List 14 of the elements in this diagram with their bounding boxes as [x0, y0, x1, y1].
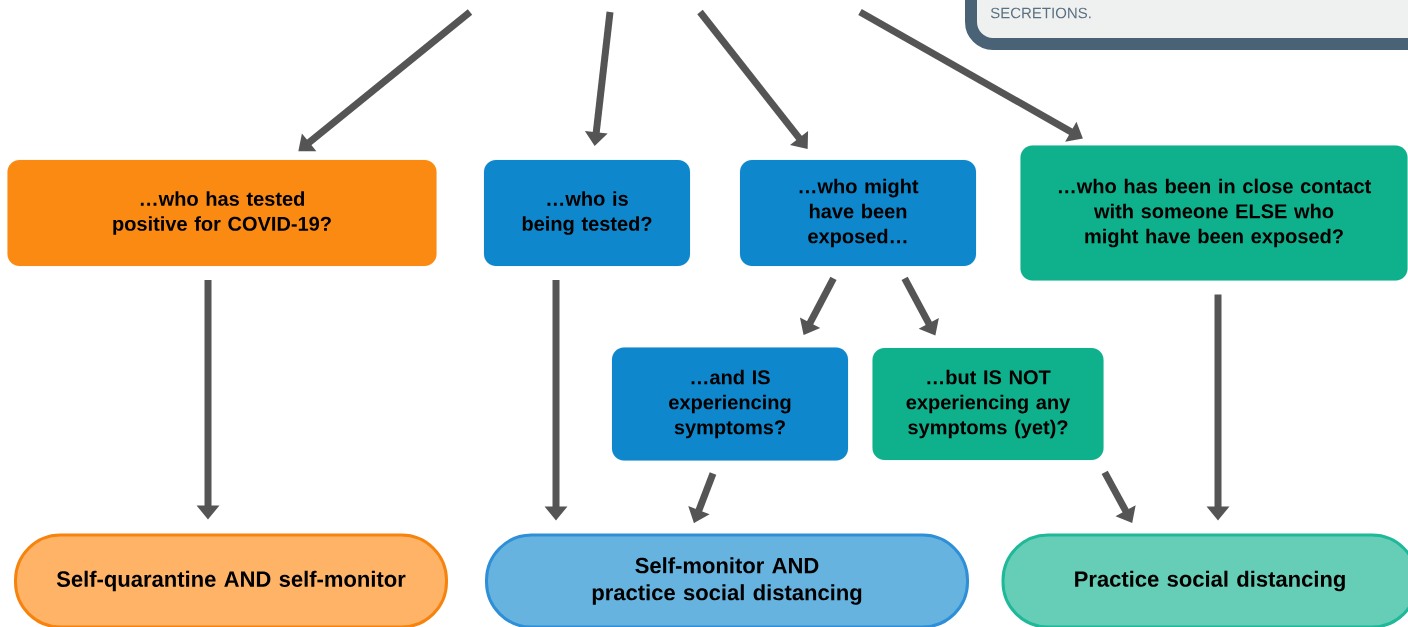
- arrow: [697, 9, 809, 149]
- question-box: …who has tested positive for COVID-19?: [7, 159, 437, 267]
- arrow: [298, 9, 473, 152]
- outcome-box: Practice social distancing: [1001, 533, 1408, 627]
- outcome-box: Self-quarantine AND self-monitor: [14, 533, 448, 627]
- arrow: [858, 8, 1083, 142]
- question-box: …who is being tested?: [483, 159, 691, 267]
- question-box: …but IS NOT experiencing any symptoms (yet)?: [872, 347, 1104, 461]
- arrow: [1101, 470, 1136, 523]
- question-box: …and IS experiencing symptoms?: [611, 347, 849, 461]
- question-box: …who has been in close contact with someone ELSE who might have been exposed?: [1020, 145, 1408, 281]
- outcome-box: Self-monitor AND practice social distancing: [485, 533, 969, 627]
- question-box: …who might have been exposed…: [739, 159, 977, 267]
- info-panel: SECRETIONS.: [965, 0, 1408, 50]
